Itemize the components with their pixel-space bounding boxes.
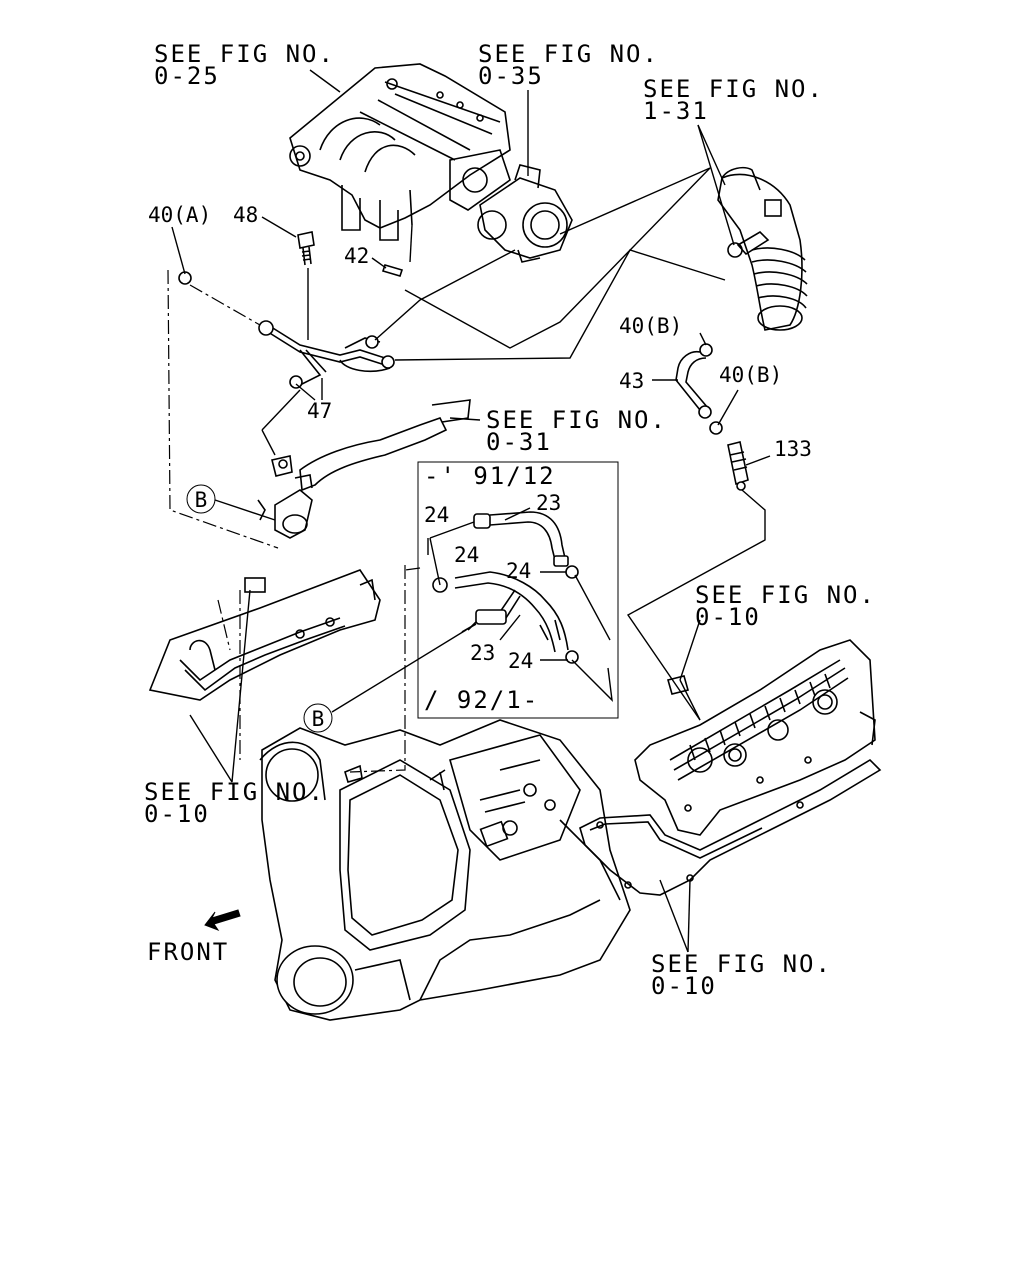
ref-gasket: SEE FIG NO. 0-10: [651, 950, 832, 1000]
engine-block: [259, 719, 631, 1021]
left-valve-cover: [148, 569, 381, 701]
ref-throttle-body: SEE FIG NO. 0-35: [478, 40, 659, 90]
ref-air-duct: SEE FIG NO. 1-31: [643, 75, 824, 125]
leader-lines: [167, 69, 771, 953]
ref-line-2: 0-10: [144, 800, 210, 828]
ref-line-2: 1-31: [643, 97, 709, 125]
ref-line-2: 0-25: [154, 62, 220, 90]
ref-intake-manifold: SEE FIG NO. 0-25: [154, 40, 335, 90]
callout-clip-40a: 40(A): [148, 203, 211, 227]
connector-b-top-label: B: [195, 488, 208, 512]
callout-hose-23-bottom: 23: [470, 641, 495, 665]
connector-b-bottom-label: B: [312, 707, 325, 731]
front-label: FRONT: [147, 938, 229, 966]
ref-line-1: SEE FIG NO.: [478, 40, 659, 68]
inset-end-label: / 92/1-: [424, 686, 539, 714]
intake-manifold: [289, 63, 511, 241]
ref-line-1: SEE FIG NO.: [486, 406, 667, 434]
ref-line-1: SEE FIG NO.: [154, 40, 335, 68]
callout-hose-43: 43: [619, 369, 644, 393]
ref-line-2: 0-10: [651, 972, 717, 1000]
ref-line-1: SEE FIG NO.: [144, 778, 325, 806]
ref-line-1: SEE FIG NO.: [695, 581, 876, 609]
water-pipe: [257, 399, 471, 539]
connector-b-bottom: B: [303, 703, 333, 733]
ref-water-pipe: SEE FIG NO. 0-31: [486, 406, 667, 456]
callout-hose-23-top: 23: [536, 491, 561, 515]
ref-line-2: 0-31: [486, 428, 552, 456]
air-duct: [717, 166, 808, 331]
callout-pin-42: 42: [344, 244, 369, 268]
ref-line-1: SEE FIG NO.: [651, 950, 832, 978]
callout-clamp-24-c: 24: [506, 559, 531, 583]
ref-line-2: 0-10: [695, 603, 761, 631]
right-valve-cover: [634, 639, 876, 836]
inset-start-label: -' 91/12: [424, 462, 556, 490]
connector-b-top: B: [186, 484, 216, 514]
callout-valve-133: 133: [774, 437, 812, 461]
front-arrow: [204, 909, 241, 932]
callout-bolt-48: 48: [233, 203, 258, 227]
ref-line-1: SEE FIG NO.: [643, 75, 824, 103]
date-range-inset: [417, 461, 619, 719]
throttle-body: [477, 164, 573, 263]
callout-clamp-24-b: 24: [454, 543, 479, 567]
callout-hose-47: 47: [307, 399, 332, 423]
callout-clamp-24-d: 24: [508, 649, 533, 673]
callout-clip-40b-top: 40(B): [619, 314, 682, 338]
ref-left-cover: SEE FIG NO. 0-10: [144, 778, 325, 828]
pcv-hose-47: [178, 231, 404, 389]
ref-right-cover: SEE FIG NO. 0-10: [695, 581, 876, 631]
callout-clamp-24-a: 24: [424, 503, 449, 527]
callout-clip-40b-bottom: 40(B): [719, 363, 782, 387]
ref-line-2: 0-35: [478, 62, 544, 90]
